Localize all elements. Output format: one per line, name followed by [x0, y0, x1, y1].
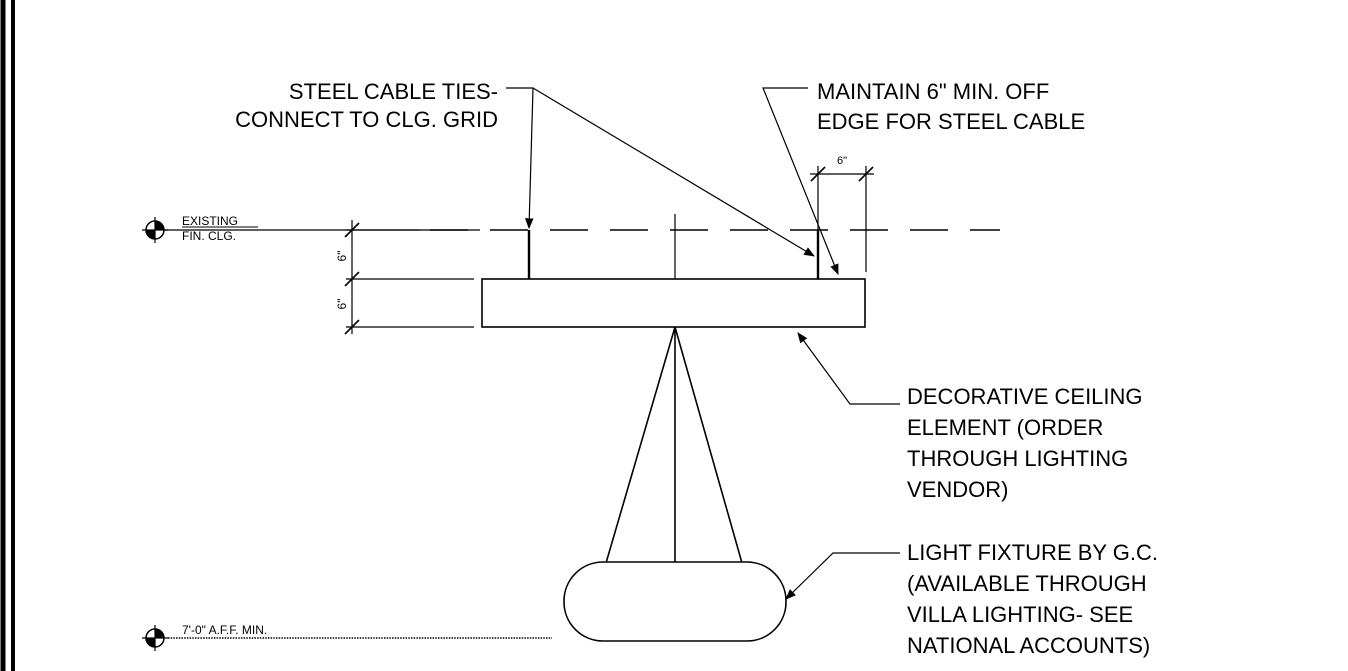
- fixture-note-line-4: NATIONAL ACCOUNTS): [907, 633, 1150, 658]
- ceiling-level-label-2: FIN. CLG.: [182, 229, 236, 243]
- steel-cable-note-line-1: STEEL CABLE TIES-: [289, 79, 498, 104]
- light-fixture: [563, 561, 787, 642]
- steel-cable-leader: [506, 87, 815, 257]
- sheet-border: [0, 0, 15, 671]
- decorative-note-line-3: THROUGH LIGHTING: [907, 446, 1128, 471]
- drop-height-dimension: 6": [335, 251, 349, 262]
- edge-offset-dimension: [810, 166, 874, 272]
- fixture-leader: [785, 552, 900, 600]
- floor-level-label: 7'-0" A.F.F. MIN.: [182, 623, 267, 637]
- ceiling-level-marker-icon: [142, 217, 168, 243]
- maintain-note-line-1: MAINTAIN 6" MIN. OFF: [817, 79, 1049, 104]
- fixture-cords: [605, 326, 743, 564]
- fixture-note-line-1: LIGHT FIXTURE BY G.C.: [907, 540, 1158, 565]
- element-thickness-dimension: 6": [335, 299, 349, 310]
- decorative-note-line-1: DECORATIVE CEILING: [907, 384, 1143, 409]
- fixture-note-line-2: (AVAILABLE THROUGH: [907, 571, 1147, 596]
- edge-offset-label: 6": [837, 155, 847, 167]
- maintain-leader: [762, 87, 839, 276]
- maintain-note-line-2: EDGE FOR STEEL CABLE: [817, 109, 1085, 134]
- floor-level-marker-icon: [142, 625, 168, 651]
- ceiling-level-label-1: EXISTING: [182, 214, 238, 228]
- vertical-dimension: [344, 220, 474, 335]
- decorative-note-line-4: VENDOR): [907, 477, 1008, 502]
- decorative-ceiling-element: [481, 278, 866, 328]
- steel-cable-note-line-2: CONNECT TO CLG. GRID: [235, 107, 498, 132]
- fixture-note-line-3: VILLA LIGHTING- SEE: [907, 602, 1133, 627]
- decorative-leader: [797, 332, 900, 405]
- decorative-note-line-2: ELEMENT (ORDER: [907, 415, 1103, 440]
